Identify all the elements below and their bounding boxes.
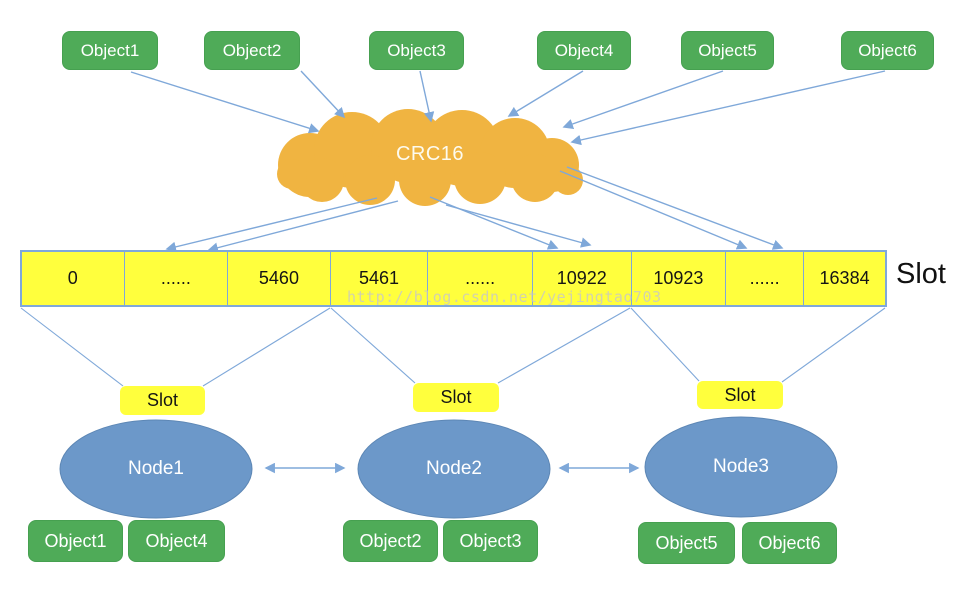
slot-cell-1: ...... xyxy=(123,252,228,305)
line-table-to-slot-tag2-right xyxy=(497,307,631,384)
watermark: http://blog.csdn.net/yejingtao703 xyxy=(347,288,662,306)
crc16-label: CRC16 xyxy=(395,143,465,165)
slot-cell-5: 10922 xyxy=(531,252,631,305)
node1-label: Node1 xyxy=(128,458,184,479)
slot-cell-7: ...... xyxy=(725,252,803,305)
arrow-object3-to-crc16 xyxy=(419,70,435,123)
object6-box-node3: Object6 xyxy=(742,522,837,564)
slot-tag-node2: Slot xyxy=(413,383,499,412)
slot-cell-0: 0 xyxy=(67,268,78,288)
line-table-to-slot-tag2-left xyxy=(330,307,416,384)
slot-axis-label: Slot xyxy=(896,258,946,290)
arrow-object4-to-crc16 xyxy=(507,70,584,117)
arrow-crc16-to-slot-range1-b xyxy=(207,200,399,253)
object4-box-top: Object4 xyxy=(537,31,631,70)
arrow-crc16-to-slot-range3-a xyxy=(559,170,748,250)
node3-label: Node3 xyxy=(713,456,769,477)
object3-box-node2: Object3 xyxy=(443,520,538,562)
line-table-to-slot-tag3-right xyxy=(781,307,886,383)
arrow-object2-to-crc16 xyxy=(300,70,346,119)
node3-ellipse xyxy=(644,416,838,518)
arrow-object1-to-crc16 xyxy=(130,71,320,134)
line-table-to-slot-tag1-left xyxy=(20,307,124,387)
slot-cell-2: 5460 xyxy=(227,252,330,305)
slot-cell-8: 16384 xyxy=(803,252,885,305)
object5-box-top: Object5 xyxy=(681,31,774,70)
object1-box-node1: Object1 xyxy=(28,520,123,562)
slot-cell-4: ...... xyxy=(427,252,532,305)
crc16-cloud xyxy=(277,109,583,206)
line-table-to-slot-tag3-left xyxy=(630,307,700,382)
node1-ellipse xyxy=(59,419,253,519)
object2-box-top: Object2 xyxy=(204,31,300,70)
object6-box-top: Object6 xyxy=(841,31,934,70)
arrow-object5-to-crc16 xyxy=(562,70,724,129)
arrow-crc16-to-slot-range2-b xyxy=(445,204,592,248)
object1-box-top: Object1 xyxy=(62,31,158,70)
slot-table: 0 ...... 5460 5461 ...... 10922 10923 ..… xyxy=(20,250,887,307)
slot-cell-3: 5461 xyxy=(329,252,428,305)
node2-label: Node2 xyxy=(426,458,482,479)
slot-tag-node3: Slot xyxy=(697,381,783,409)
arrow-crc16-to-slot-range3-b xyxy=(566,166,784,250)
arrow-crc16-to-slot-range1-a xyxy=(165,197,378,252)
arrow-crc16-to-slot-range2-a xyxy=(429,196,559,250)
line-table-to-slot-tag1-right xyxy=(202,307,331,387)
object4-box-node1: Object4 xyxy=(128,520,225,562)
object2-box-node2: Object2 xyxy=(343,520,438,562)
slot-cell-6: 10923 xyxy=(630,252,726,305)
slot-tag-node1: Slot xyxy=(120,386,205,415)
arrow-object6-to-crc16 xyxy=(570,70,886,146)
object5-box-node3: Object5 xyxy=(638,522,735,564)
node2-ellipse xyxy=(357,419,551,519)
object3-box-top: Object3 xyxy=(369,31,464,70)
